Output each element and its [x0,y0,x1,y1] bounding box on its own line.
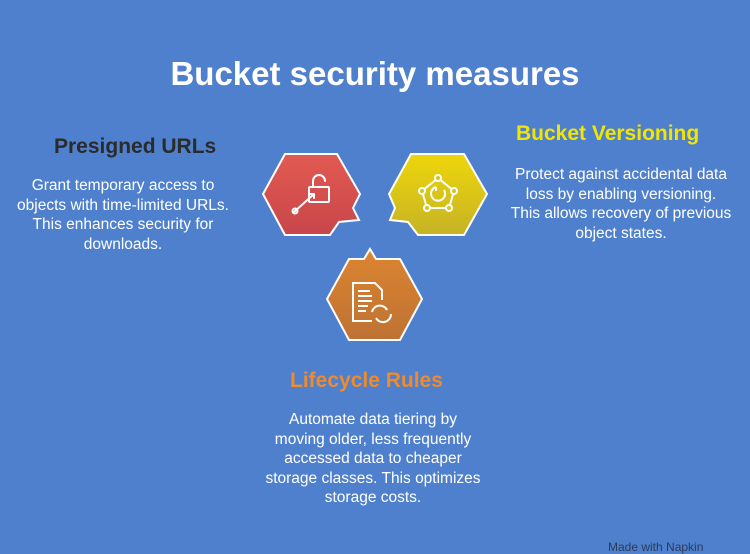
watermark: Made with Napkin [608,540,704,554]
lifecycle-rules-hexagon [325,247,424,341]
lock-key-icon [291,174,330,215]
page-title: Bucket security measures [170,55,580,92]
bucket-versioning-description: Protect against accidental data loss by … [510,166,732,242]
bucket-versioning-hexagon [387,153,489,236]
versioning-network-icon [418,174,458,212]
presigned-urls-heading: Presigned URLs [54,135,217,158]
presigned-urls-hexagon [261,153,362,236]
lifecycle-rules-description: Automate data tiering by moving older, l… [265,411,481,506]
bucket-versioning-heading: Bucket Versioning [516,122,700,145]
presigned-urls-description: Grant temporary access to objects with t… [17,177,229,253]
document-refresh-icon [352,282,393,324]
lifecycle-rules-heading: Lifecycle Rules [290,369,443,392]
